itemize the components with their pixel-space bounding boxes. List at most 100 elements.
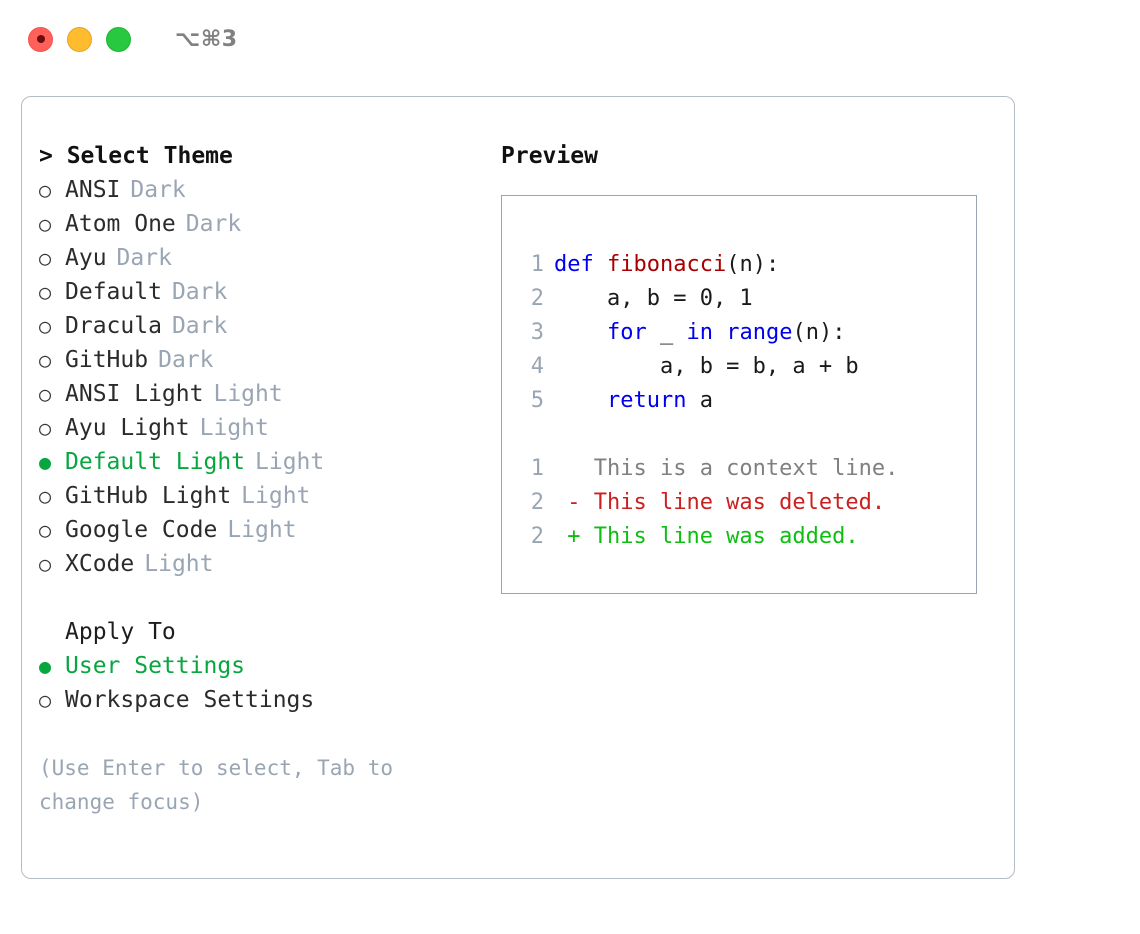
radio-unselected-icon: ○	[39, 348, 52, 372]
code-line-number: 4	[530, 354, 544, 379]
radio-unselected-icon: ○	[39, 280, 52, 304]
code-token: (n):	[792, 320, 846, 345]
apply-to-option[interactable]: ○Workspace Settings	[39, 683, 479, 717]
radio-unselected-icon: ○	[39, 484, 52, 508]
theme-variant-tag: Light	[241, 483, 311, 509]
apply-to-title: Apply To	[65, 619, 176, 645]
code-line: 2 a, b = 0, 1	[512, 282, 968, 316]
code-line: 3 for _ in range(n):	[512, 316, 968, 350]
diff-line: 2 - This line was deleted.	[512, 486, 968, 520]
theme-list-item[interactable]: ● Default Light Light	[39, 445, 479, 479]
theme-variant-tag: Light	[199, 415, 269, 441]
maximize-button[interactable]	[106, 26, 131, 52]
code-token: in	[686, 320, 713, 345]
code-line-text: def fibonacci(n):	[554, 248, 779, 282]
radio-unselected-icon: ○	[39, 178, 52, 202]
close-icon	[36, 35, 45, 43]
code-token: _	[646, 320, 687, 345]
code-token: (n):	[726, 252, 780, 277]
code-token: fibonacci	[606, 252, 727, 277]
code-token	[554, 388, 607, 413]
theme-variant-tag: Light	[144, 551, 214, 577]
theme-name-label: Dracula	[65, 313, 162, 339]
apply-to-list: ● User Settings ○Workspace Settings	[39, 649, 479, 717]
theme-variant-tag: Dark	[158, 347, 214, 373]
theme-name-label: GitHub	[65, 347, 149, 373]
theme-name-label: ANSI	[65, 177, 121, 203]
theme-list-item[interactable]: ○ ANSI Light Light	[39, 377, 479, 411]
code-line-text: a, b = b, a + b	[554, 350, 859, 384]
code-line-text: return a	[554, 384, 713, 418]
radio-unselected-icon: ○	[39, 212, 52, 236]
code-line-number: 5	[530, 388, 544, 413]
code-token: def	[554, 252, 607, 277]
theme-name-label: Ayu	[65, 245, 107, 271]
theme-list-item[interactable]: ○ Google Code Light	[39, 513, 479, 547]
theme-list-item[interactable]: ○ Default Dark	[39, 275, 479, 309]
code-token	[554, 320, 607, 345]
theme-name-label: GitHub Light	[65, 483, 232, 509]
minimize-button[interactable]	[67, 26, 92, 52]
theme-name-label: Default	[65, 279, 162, 305]
theme-name-label: Atom One	[65, 211, 176, 237]
theme-variant-tag: Light	[227, 517, 297, 543]
code-token: a	[686, 388, 713, 413]
theme-variant-tag: Dark	[130, 177, 186, 203]
diff-line-text: This is a context line.	[554, 456, 899, 481]
apply-to-option[interactable]: ● User Settings	[39, 649, 479, 683]
code-token: range	[726, 320, 793, 345]
code-token: a, b = b, a + b	[554, 354, 859, 379]
code-line-number: 2	[530, 524, 544, 549]
theme-variant-tag: Dark	[171, 313, 228, 339]
radio-selected-icon: ●	[39, 450, 52, 474]
code-line-text: for _ in range(n):	[554, 316, 845, 350]
code-token	[713, 320, 726, 345]
preview-title: Preview	[501, 143, 598, 169]
code-diff-separator	[512, 418, 968, 452]
theme-name-label: Google Code	[65, 517, 218, 543]
code-line: 5 return a	[512, 384, 968, 418]
page-title: > Select Theme	[39, 143, 233, 169]
theme-variant-tag: Dark	[185, 211, 242, 237]
title-bar: ⌥⌘3	[0, 0, 1140, 78]
theme-list-item[interactable]: ○ ANSI Dark	[39, 173, 479, 207]
radio-unselected-icon: ○	[39, 552, 52, 576]
diff-line: 1 This is a context line.	[512, 452, 968, 486]
theme-list-item[interactable]: ○ Dracula Dark	[39, 309, 479, 343]
theme-name-label: ANSI Light	[65, 381, 204, 407]
code-line-number: 3	[530, 320, 544, 345]
theme-variant-tag: Dark	[116, 245, 172, 271]
radio-unselected-icon: ○	[39, 314, 52, 338]
theme-list-item[interactable]: ○ GitHub Light Light	[39, 479, 479, 513]
code-line-text: a, b = 0, 1	[554, 282, 753, 316]
diff-line-text: + This line was added.	[554, 524, 859, 549]
code-line-number: 2	[530, 286, 544, 311]
radio-unselected-icon: ○	[39, 518, 52, 542]
window-controls	[28, 26, 131, 52]
apply-to-section: Apply To ● User Settings ○Workspace Settin…	[39, 615, 479, 717]
radio-selected-icon: ●	[39, 654, 52, 678]
theme-variant-tag: Dark	[171, 279, 228, 305]
radio-unselected-icon: ○	[39, 382, 52, 406]
code-line: 4 a, b = b, a + b	[512, 350, 968, 384]
theme-variant-tag: Light	[213, 381, 283, 407]
theme-variant-tag: Light	[255, 449, 325, 475]
theme-list-item[interactable]: ○ GitHub Dark	[39, 343, 479, 377]
theme-list-item[interactable]: ○ Atom One Dark	[39, 207, 479, 241]
code-line-number: 1	[530, 456, 544, 481]
apply-to-label: User Settings	[65, 653, 246, 679]
close-button[interactable]	[28, 26, 53, 52]
theme-name-label: Default Light	[65, 449, 246, 475]
apply-to-label: Workspace Settings	[65, 687, 315, 713]
code-line-number: 2	[530, 490, 544, 515]
